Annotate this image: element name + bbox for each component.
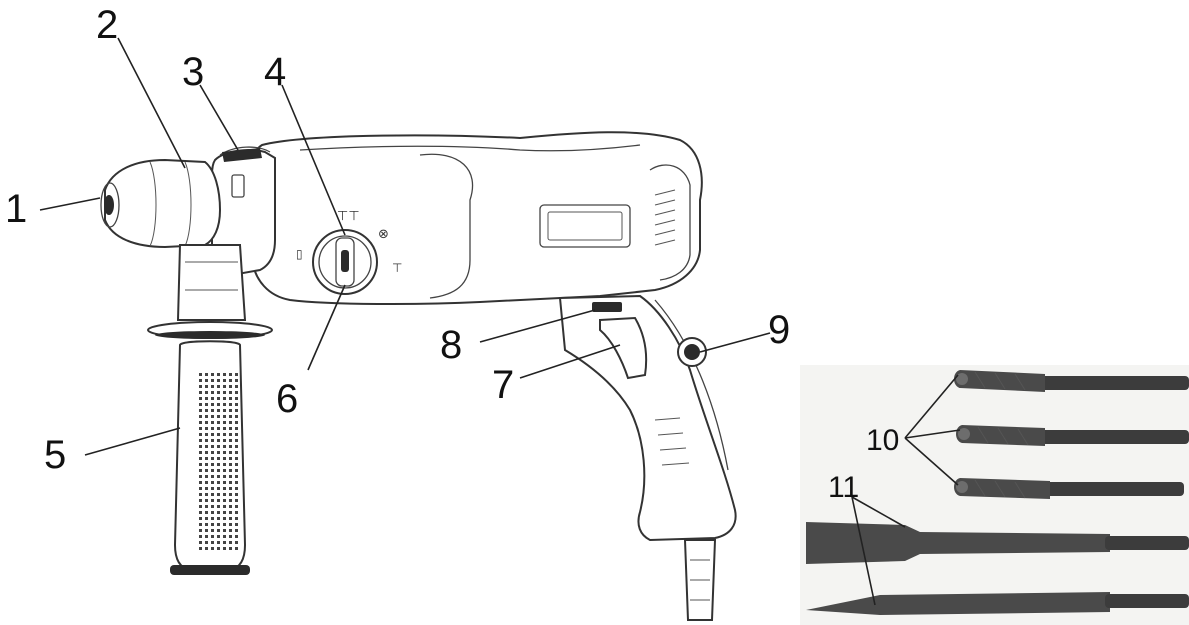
mode-icon-lock: ▯ <box>296 247 303 261</box>
handle-grip-texture <box>198 370 238 550</box>
leader-lines <box>39 37 961 606</box>
accessories-photo <box>800 365 1189 625</box>
callout-11: 11 <box>828 471 859 504</box>
callout-4: 4 <box>264 50 286 94</box>
callout-10: 10 <box>866 424 899 457</box>
drill-bit <box>954 370 1189 392</box>
drill-bit <box>956 425 1189 446</box>
trigger-switch <box>599 316 648 380</box>
callout-labels: 1 2 3 4 5 6 7 8 9 10 11 <box>5 3 899 504</box>
rotary-hammer-illustration: ⊤⊤ ⊗ ⊤ ▯ <box>100 131 737 621</box>
main-handle <box>558 294 737 542</box>
callout-3: 3 <box>182 50 204 94</box>
callout-7: 7 <box>492 363 514 407</box>
drill-bit <box>954 478 1184 499</box>
mode-icon-drill: ⊤⊤ <box>337 209 360 224</box>
callout-9: 9 <box>768 308 790 352</box>
flat-chisel <box>806 522 1189 564</box>
pointed-chisel <box>806 592 1189 615</box>
lock-on-button <box>592 302 622 312</box>
callout-8: 8 <box>440 323 462 367</box>
callout-6: 6 <box>276 377 298 421</box>
callout-5: 5 <box>44 433 66 477</box>
callout-1: 1 <box>5 187 27 231</box>
mode-icon-chisel: ⊤ <box>392 261 402 275</box>
callout-2: 2 <box>96 3 118 47</box>
sds-chuck <box>104 158 222 249</box>
mode-icon-hammer: ⊗ <box>378 227 389 242</box>
